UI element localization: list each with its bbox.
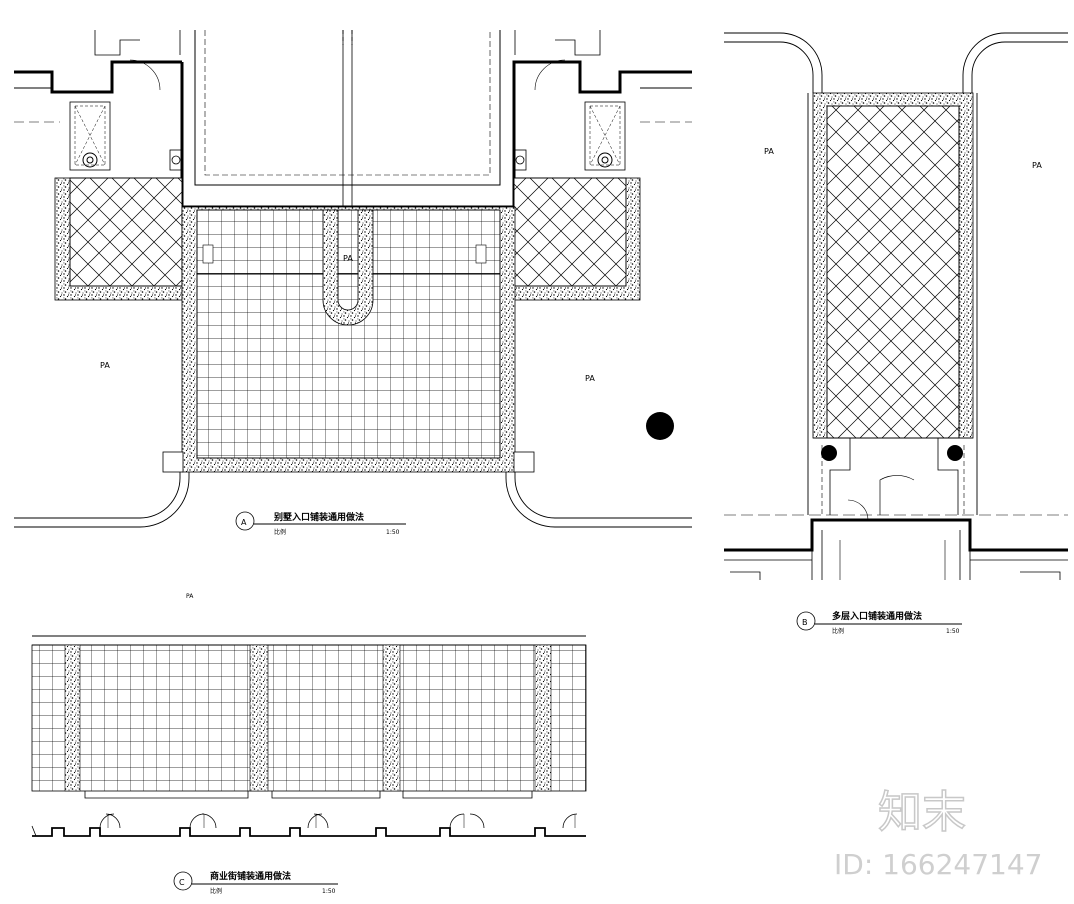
drawing-c-granite-band-2 <box>249 644 269 792</box>
drawing-c-marker-circle <box>173 871 193 891</box>
drawing-a-marker-circle <box>235 511 255 531</box>
drawing-a-zone-label: PA <box>100 361 110 370</box>
drawing-a-zone-label: PA <box>585 374 595 383</box>
drawing-c-paving-field <box>31 644 587 792</box>
drawing-a-scale-label: 比例 <box>274 528 286 536</box>
drawing-a-road-edges <box>14 472 692 528</box>
drawing-a-marker: A <box>241 518 247 527</box>
drawing-b-marker: B <box>802 618 808 627</box>
watermark: 知末 ID: 166247147 <box>834 786 1042 881</box>
drawing-c-title-block: C 商业街铺装通用做法 比例 1:50 <box>173 870 338 895</box>
drawing-b-bollard-right <box>947 445 963 461</box>
drawing-c-marker: C <box>179 878 185 887</box>
drawing-c-scale-label: 比例 <box>210 887 222 895</box>
drawing-c-zone-label: PA <box>186 593 194 600</box>
drawing-c-granite-band-1 <box>64 644 81 792</box>
drawing-a: PA PA PA A 别墅入口铺装通用做法 比例 1:50 <box>14 30 692 536</box>
watermark-brand: 知末 <box>878 787 966 838</box>
drawing-a-u-feature <box>322 209 374 326</box>
drawing-b-title-block: B 多层入口铺装通用做法 比例 1:50 <box>796 610 962 635</box>
drawing-a-title-block: A 别墅入口铺装通用做法 比例 1:50 <box>235 511 406 536</box>
drawing-c-granite-band-3 <box>382 644 401 792</box>
drawing-b-road-edges <box>724 32 1068 515</box>
drawing-c: PA C 商业街铺装通用做法 比例 1:50 <box>31 593 587 895</box>
drawing-a-zone-label: PA <box>343 254 353 263</box>
drawing-a-scale: 1:50 <box>386 529 400 536</box>
drawing-b-entrance <box>724 437 1068 580</box>
watermark-id: ID: 166247147 <box>834 848 1042 881</box>
drawing-c-scale: 1:50 <box>322 888 336 895</box>
drawing-b-title: 多层入口铺装通用做法 <box>832 610 922 622</box>
drawing-a-title: 别墅入口铺装通用做法 <box>273 511 364 523</box>
drawing-b-scale-label: 比例 <box>832 627 844 635</box>
drawing-c-granite-band-4 <box>534 644 552 792</box>
drawing-b-zone-label: PA <box>764 147 774 156</box>
drawing-b-bollard-left <box>821 445 837 461</box>
drawing-b-zone-label: PA <box>1032 161 1042 170</box>
drawing-b-marker-circle <box>796 611 816 631</box>
drawing-a-tree-symbol <box>646 412 674 440</box>
drawing-c-title: 商业街铺装通用做法 <box>210 870 291 882</box>
drawing-b-scale: 1:50 <box>946 628 960 635</box>
drawing-b: PA PA B 多层入口铺装通用做法 比例 1:50 <box>724 32 1068 635</box>
